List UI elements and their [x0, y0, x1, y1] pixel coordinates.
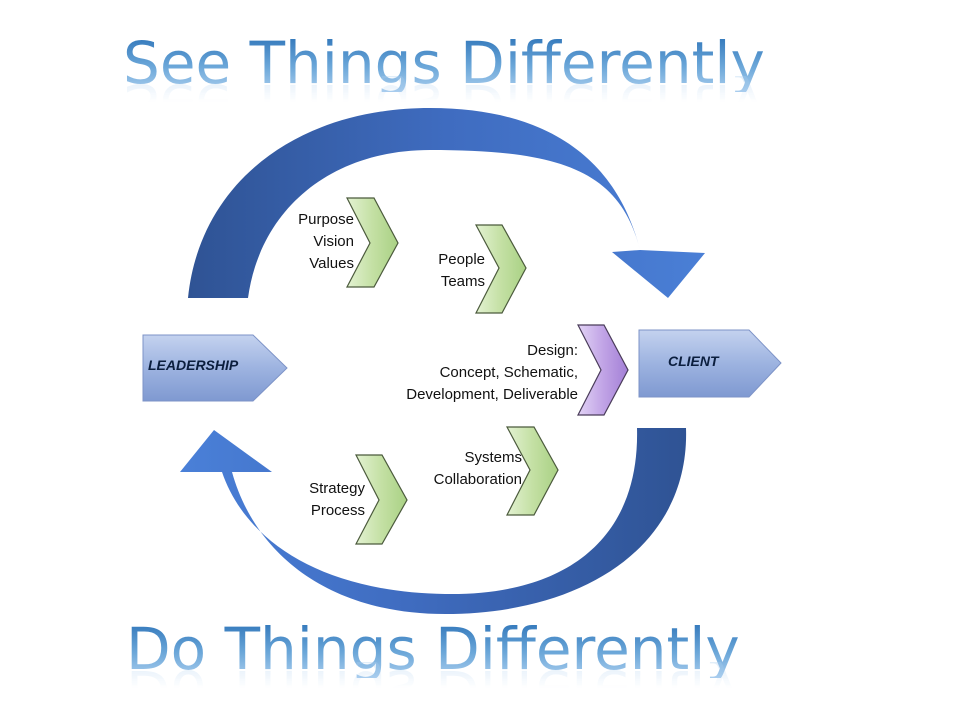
leadership-box	[142, 334, 288, 402]
chevron-strategy	[355, 454, 408, 545]
heading-do-things-differently: Do Things Differently	[126, 615, 740, 683]
label-purpose: Purpose	[298, 211, 354, 228]
chevron-people	[474, 224, 527, 314]
chevron-design	[577, 324, 629, 416]
chevron-systems	[505, 426, 559, 516]
systems-labels: Systems Collaboration	[434, 447, 522, 491]
top-arc-arrow	[188, 108, 705, 298]
strategy-labels: Strategy Process	[309, 478, 365, 522]
purpose-labels: Purpose Vision Values	[298, 209, 354, 275]
heading-see-things-differently: See Things Differently	[123, 29, 765, 97]
client-box	[638, 329, 782, 398]
leadership-label: LEADERSHIP	[148, 357, 239, 373]
label-teams: Teams	[440, 273, 485, 290]
label-vision: Vision	[313, 233, 354, 250]
label-systems: Systems	[464, 449, 522, 466]
bottom-arc	[180, 428, 687, 614]
label-strategy: Strategy	[309, 480, 365, 497]
design-labels: Design: Concept, Schematic, Development,…	[406, 340, 578, 406]
client-label: CLIENT	[668, 353, 719, 369]
label-values: Values	[309, 255, 354, 272]
label-design: Design:	[527, 342, 578, 359]
label-concept-schematic: Concept, Schematic,	[439, 364, 578, 381]
label-process: Process	[310, 502, 365, 519]
label-development-deliverable: Development, Deliverable	[406, 386, 578, 403]
label-collaboration: Collaboration	[433, 471, 522, 488]
chevron-purpose	[346, 197, 399, 288]
people-labels: People Teams	[438, 249, 485, 293]
label-people: People	[438, 251, 485, 268]
